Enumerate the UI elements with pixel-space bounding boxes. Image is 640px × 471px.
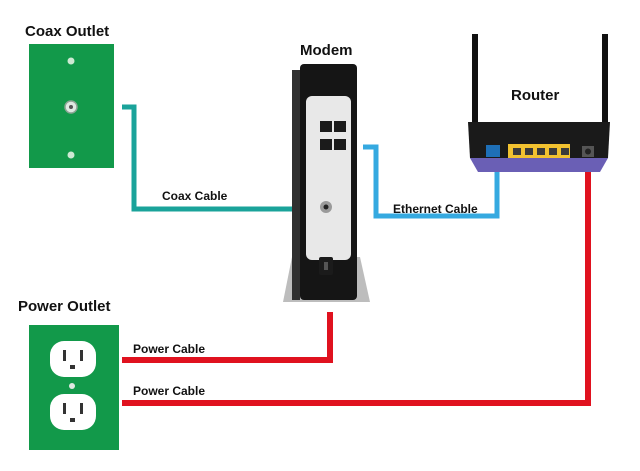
router-power-cable-line: [122, 165, 591, 406]
coax-outlet-label: Coax Outlet: [25, 23, 110, 40]
coax-cable-label: Coax Cable: [162, 189, 228, 203]
power-outlet-label: Power Outlet: [18, 298, 111, 315]
ethernet-cable-line: [363, 144, 500, 219]
router: [468, 34, 610, 172]
power-outlet: [29, 325, 119, 450]
modem-power-cable-line: [122, 312, 333, 363]
router-label: Router: [511, 87, 560, 104]
ethernet-cable-label: Ethernet Cable: [393, 202, 478, 216]
coax-outlet: [29, 44, 114, 168]
modem-power-cable-label: Power Cable: [133, 342, 206, 356]
router-power-cable-label: Power Cable: [133, 384, 206, 398]
modem: [283, 64, 370, 302]
modem-label: Modem: [300, 42, 353, 59]
coax-cable-line: [122, 104, 294, 212]
